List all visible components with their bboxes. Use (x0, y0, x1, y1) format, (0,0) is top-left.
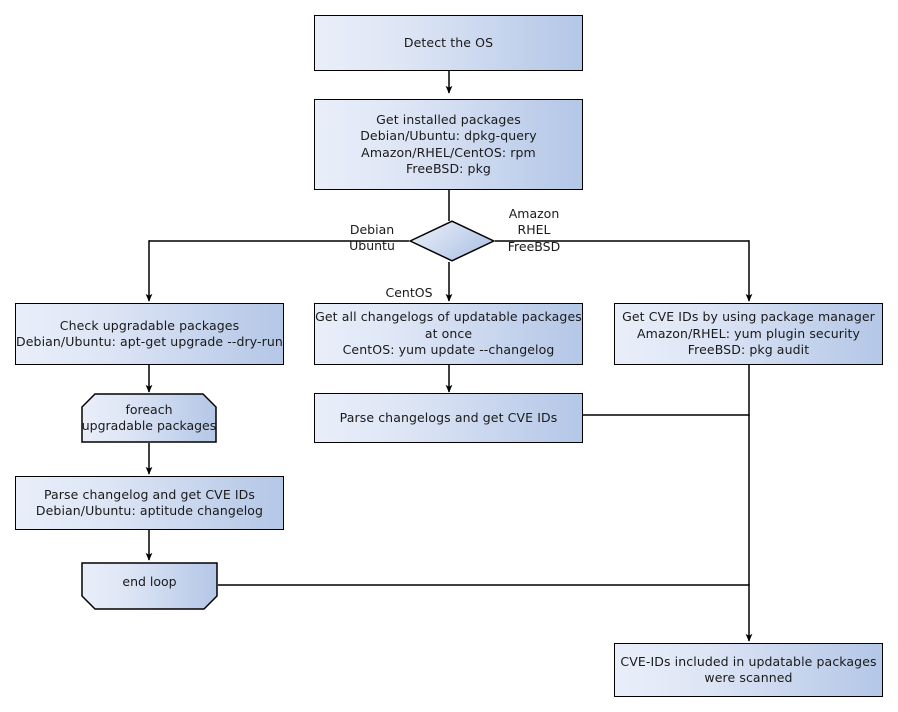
node-get-installed-packages-label: Get installed packages Debian/Ubuntu: dp… (360, 111, 537, 177)
edge-label-centos: CentOS (369, 268, 449, 301)
edge-label-amazon-rhel-freebsd: Amazon RHEL FreeBSD (489, 189, 579, 255)
end-loop-shape (81, 562, 218, 610)
node-get-all-changelogs[interactable]: Get all changelogs of updatable packages… (314, 303, 583, 365)
node-detect-the-os-label: Detect the OS (403, 34, 494, 50)
node-end-loop[interactable]: end loop (81, 562, 218, 610)
node-result-cve-scanned[interactable]: CVE-IDs included in updatable packages w… (614, 643, 883, 697)
node-get-installed-packages[interactable]: Get installed packages Debian/Ubuntu: dp… (314, 99, 583, 190)
node-parse-changelogs-centos-label: Parse changelogs and get CVE IDs (339, 409, 558, 425)
node-result-cve-scanned-label: CVE-IDs included in updatable packages w… (620, 653, 877, 686)
diamond-shape (408, 220, 496, 262)
edge-label-debian-ubuntu-text: Debian Ubuntu (349, 221, 395, 254)
node-end-loop-label: end loop (122, 574, 177, 590)
node-foreach-loop-start[interactable]: foreach upgradable packages (81, 393, 217, 443)
node-detect-the-os[interactable]: Detect the OS (314, 15, 583, 71)
node-os-decision[interactable] (408, 220, 496, 262)
node-check-upgradable-packages[interactable]: Check upgradable packages Debian/Ubuntu:… (15, 303, 284, 365)
node-parse-changelogs-centos[interactable]: Parse changelogs and get CVE IDs (314, 393, 583, 443)
node-parse-changelog-debian[interactable]: Parse changelog and get CVE IDs Debian/U… (15, 476, 284, 530)
node-parse-changelog-debian-label: Parse changelog and get CVE IDs Debian/U… (35, 486, 264, 519)
node-foreach-loop-start-label: foreach upgradable packages (81, 401, 217, 434)
foreach-shape (81, 393, 217, 443)
node-check-upgradable-packages-label: Check upgradable packages Debian/Ubuntu:… (16, 317, 283, 350)
edge-label-debian-ubuntu: Debian Ubuntu (332, 205, 412, 255)
node-get-cve-package-manager-label: Get CVE IDs by using package manager Ama… (622, 309, 875, 358)
edge-label-amazon-rhel-freebsd-text: Amazon RHEL FreeBSD (507, 205, 561, 254)
node-get-cve-package-manager[interactable]: Get CVE IDs by using package manager Ama… (614, 303, 883, 365)
node-get-all-changelogs-label: Get all changelogs of updatable packages… (315, 309, 582, 358)
edge-label-centos-text: CentOS (385, 284, 433, 300)
